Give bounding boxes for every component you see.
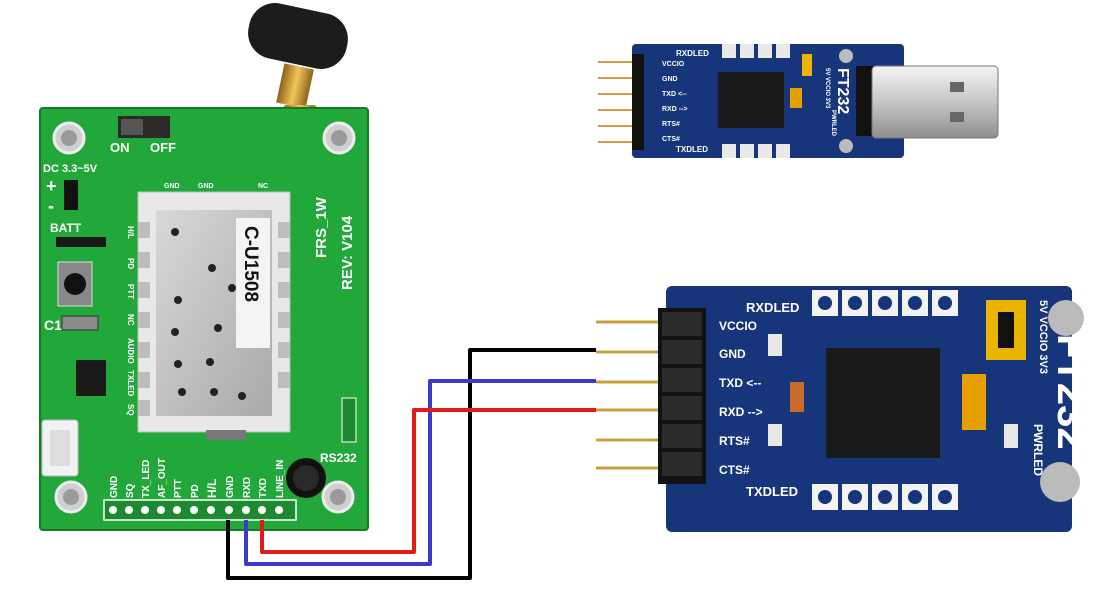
side-pin-label: PTT <box>126 284 135 299</box>
large-jumper-label: 5V VCCIO 3V3 <box>1037 300 1049 374</box>
bottom-pin-label: SQ <box>125 483 136 498</box>
c1-label: C1 <box>44 317 62 333</box>
large-ic-chip <box>826 348 940 458</box>
batt-label: BATT <box>50 221 82 235</box>
large-board-pins <box>596 320 662 470</box>
wire-txd-to-rxd <box>260 408 596 554</box>
power-label: DC 3.3~5V <box>43 163 98 175</box>
switch-off-label: OFF <box>150 140 176 155</box>
bottom-pin-label: PTT <box>173 479 184 498</box>
ft232-board-large: RXDLED TXDLED VCCIO GND TXD <-- RXD --> … <box>596 286 1093 532</box>
large-pin-header <box>658 308 706 484</box>
large-pwrled-label: PWRLED <box>1031 424 1045 476</box>
top-pin-label: NC <box>258 183 268 190</box>
batt-connector <box>64 180 78 210</box>
small-pin-label: GND <box>662 76 678 83</box>
side-pin-label: NC <box>126 314 135 326</box>
large-pin-label: VCCIO <box>719 319 757 333</box>
large-rxled-label: RXDLED <box>746 300 799 315</box>
rs232-header: RS232 <box>320 397 357 465</box>
jumper <box>986 300 1026 360</box>
white-connector <box>41 419 79 477</box>
rs232-label: RS232 <box>320 451 357 465</box>
small-pin-label: RTS# <box>662 121 680 128</box>
side-pin-label: TXLED <box>126 370 135 396</box>
usb-connector <box>856 65 999 139</box>
rf-module: C-U1508 <box>137 191 291 440</box>
top-pin-label: GND <box>164 183 180 190</box>
mounting-holes <box>52 121 356 514</box>
side-pin-label: PD <box>126 258 135 269</box>
bottom-pin-label: H/L <box>205 479 219 498</box>
ft232-board-small: RXDLED TXDLED VCCIO GND TXD <-- RXD --> … <box>598 44 999 158</box>
bottom-pin-label: GND <box>109 476 120 498</box>
bottom-pin-label: PD <box>190 484 201 498</box>
bottom-pin-label: RXD <box>242 477 253 498</box>
ic-chip-small <box>76 360 106 396</box>
small-rxled-label: RXDLED <box>676 49 709 58</box>
small-board-pins <box>598 61 634 143</box>
bottom-pin-label: GND <box>225 476 236 498</box>
bottom-pin-label: TX_LED <box>141 460 152 498</box>
capacitor-c1 <box>61 315 99 331</box>
top-pin-label: GND <box>198 183 214 190</box>
large-pads <box>812 290 958 510</box>
large-pin-label: RXD --> <box>719 405 763 419</box>
bottom-pin-label: TXD <box>258 478 269 498</box>
small-jumper-label: 5V VCCIO 3V3 <box>824 68 830 109</box>
screw-top <box>1048 300 1084 336</box>
large-pin-label: TXD <-- <box>719 376 761 390</box>
module-holes <box>171 228 246 400</box>
small-pin-label: CTS# <box>662 136 680 143</box>
module-side-pins: H/L PD PTT NC AUDIO TXLED SQ GND GND NC <box>126 183 290 416</box>
small-pin-label: RXD --> <box>662 106 687 113</box>
large-pin-label: CTS# <box>719 463 750 477</box>
small-pin-label: TXD <-- <box>662 91 687 98</box>
plus-label: + <box>46 176 57 196</box>
power-switch: ON OFF <box>110 116 176 155</box>
large-pin-label: RTS# <box>719 434 750 448</box>
model-label: FRS_1W <box>313 196 330 258</box>
small-pwrled-label: PWRLED <box>830 110 836 137</box>
large-leds <box>768 334 1018 448</box>
small-title: FT232 <box>834 68 851 114</box>
module-label: C-U1508 <box>240 226 261 302</box>
side-pin-label: SQ <box>126 404 135 416</box>
microphone <box>286 458 326 498</box>
revision-label: REV: V104 <box>339 215 356 290</box>
small-ic-chip <box>718 72 784 128</box>
bottom-pin-header: GND SQ TX_LED AF_OUT PTT PD H/L GND RXD … <box>103 458 297 521</box>
wire-rxd-to-txd <box>244 379 596 566</box>
side-pin-label: AUDIO <box>126 338 135 364</box>
minus-label: - <box>48 196 54 216</box>
small-pads-top <box>722 44 790 158</box>
side-pin-label: H/L <box>126 226 135 239</box>
tantalum-capacitor <box>962 374 986 430</box>
wire-gnd <box>226 348 596 580</box>
small-txled-label: TXDLED <box>676 145 708 154</box>
bottom-pin-label: AF_OUT <box>157 458 168 498</box>
large-pin-label: GND <box>719 347 746 361</box>
switch-on-label: ON <box>110 140 130 155</box>
bottom-pin-label: LINE_IN <box>275 460 286 498</box>
radio-board: ON OFF DC 3.3~5V + - BATT C1 <box>39 3 369 531</box>
small-pin-label: VCCIO <box>662 61 685 68</box>
large-title: FT232 <box>1049 334 1093 450</box>
screw-bottom <box>1040 462 1080 502</box>
large-txled-label: TXDLED <box>746 484 798 499</box>
push-button <box>57 261 93 307</box>
wires <box>226 348 596 580</box>
header-j2 <box>56 237 106 247</box>
